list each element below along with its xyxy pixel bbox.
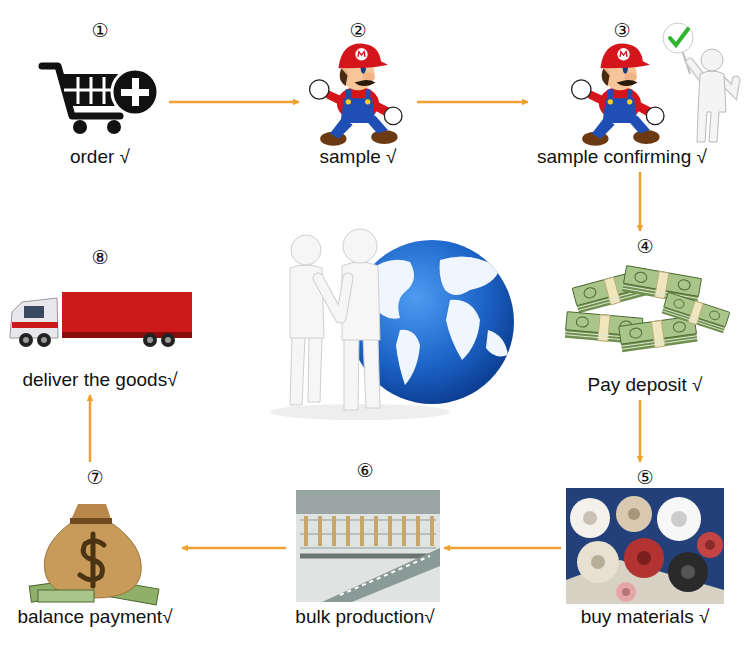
step-label: sample √	[320, 146, 397, 168]
step-label: buy materials √	[581, 606, 710, 628]
step-label: bulk production√	[295, 606, 434, 628]
step-label: balance payment√	[17, 606, 172, 628]
flow-arrow	[444, 547, 561, 550]
step-number: ①	[91, 19, 108, 41]
sample-figure	[310, 44, 402, 146]
embroidery-machines	[296, 490, 440, 602]
step-node: ⑤ buy materials √	[565, 466, 725, 628]
step-label: sample confirming √	[537, 146, 707, 168]
step-number: ⑥	[356, 459, 373, 481]
sample-confirm-figure	[572, 23, 736, 146]
step-node: ② sample √	[303, 19, 413, 168]
step-number: ⑤	[636, 466, 653, 488]
step-label: order √	[70, 146, 130, 168]
step-node: ④ Pay deposit √	[570, 235, 720, 396]
flow-arrow	[169, 101, 299, 104]
cart-icon	[42, 66, 158, 134]
step-number: ④	[636, 235, 653, 257]
step-node: ⑧ deliver the goods√	[10, 246, 190, 391]
step-node: ⑥ bulk production√	[290, 459, 440, 628]
step-label: deliver the goods√	[22, 369, 177, 391]
flow-arrow	[89, 395, 92, 462]
step-number: ②	[349, 19, 366, 41]
flow-arrow	[182, 547, 286, 550]
fabric-rolls	[566, 488, 724, 604]
delivery-truck	[10, 292, 192, 347]
money-stacks	[565, 266, 730, 353]
globe-handshake	[270, 229, 514, 420]
step-node: ③ sample confirming √	[532, 19, 712, 168]
step-label: Pay deposit √	[588, 374, 703, 396]
step-number: ⑦	[86, 466, 103, 488]
flow-arrow	[639, 172, 642, 231]
step-number: ③	[613, 19, 630, 41]
step-node: ⑦ balance payment√	[12, 466, 178, 628]
flow-arrow	[417, 101, 528, 104]
step-node: ① order √	[35, 19, 165, 168]
flow-arrow	[639, 400, 642, 462]
step-number: ⑧	[91, 246, 108, 268]
money-bag	[29, 504, 159, 605]
